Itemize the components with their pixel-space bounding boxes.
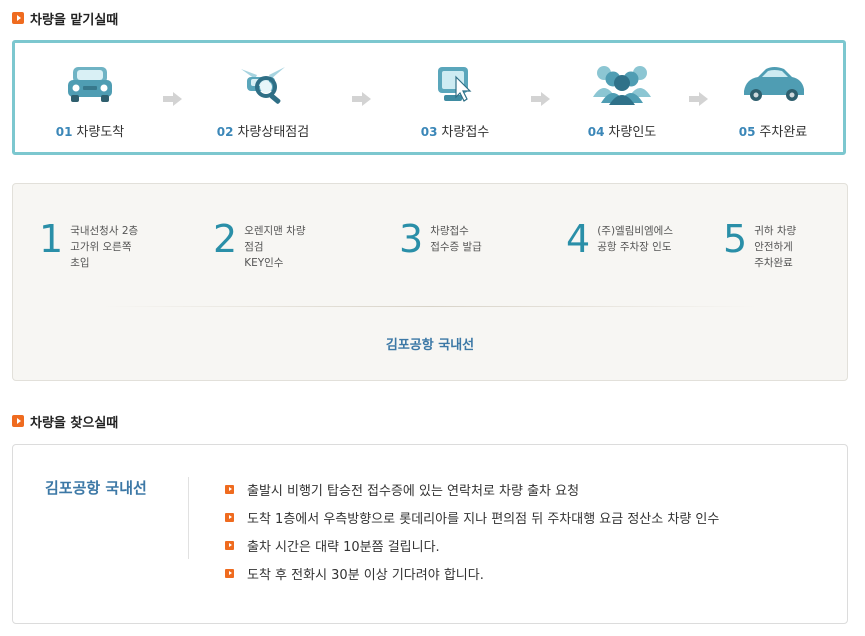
parked-car-icon [738,61,808,109]
instruction-text: 도착 후 전화시 30분 이상 기다려야 합니다. [247,567,484,583]
step-4-number: 04 [587,125,605,139]
process-5-line-3: 주차완료 [754,257,793,269]
car-front-icon [63,61,117,109]
process-5-line-2: 안전하게 [754,241,793,253]
step-arrow-icon [352,92,371,106]
bullet-arrow-icon [225,568,234,578]
drop-off-process-panel: 1 국내선청사 2층 고가위 오른쪽 초입 2 오렌지맨 차량 점검 KEY인수… [12,183,848,381]
process-2-line-3: KEY인수 [244,257,284,269]
step-arrow-icon [689,92,708,106]
bullet-arrow-icon [225,484,234,494]
process-number-3: 3 [399,217,424,261]
pick-up-section-title: 차량을 찾으실때 [12,412,119,431]
process-divider [103,306,757,307]
arrow-bullet-icon [12,12,24,24]
list-item: 도착 후 전화시 30분 이상 기다려야 합니다. [225,559,719,587]
instruction-text: 출발시 비행기 탑승전 접수증에 있는 연락처로 차량 출차 요청 [247,483,580,499]
process-step-2: 2 오렌지맨 차량 점검 KEY인수 [213,217,306,271]
inspection-magnifier-icon [235,61,291,111]
drop-off-section-title: 차량을 맡기실때 [12,9,119,28]
pick-up-location: 김포공항 국내선 [45,479,147,497]
process-number-1: 1 [39,217,64,261]
step-3-number: 03 [420,125,438,139]
process-step-4: 4 (주)엘림비엠에스 공항 주차장 인도 [566,217,674,261]
people-group-icon [591,61,653,109]
instruction-text: 출차 시간은 대략 10분쯤 걸립니다. [247,539,440,555]
process-5-line-1: 귀하 차량 [754,225,797,237]
drop-off-title-text: 차량을 맡기실때 [30,12,119,28]
step-4-text: 차량인도 [608,125,657,140]
process-step-1: 1 국내선청사 2층 고가위 오른쪽 초입 [39,217,139,271]
process-4-line-1: (주)엘림비엠에스 [597,225,674,237]
process-number-2: 2 [213,217,238,261]
step-arrow-icon [163,92,182,106]
pick-up-panel: 김포공항 국내선 출발시 비행기 탑승전 접수증에 있는 연락처로 차량 출차 … [12,444,848,624]
process-1-line-2: 고가위 오른쪽 [70,241,132,253]
step-2-text: 차량상태점검 [237,125,310,140]
monitor-cursor-icon [430,61,480,111]
process-number-4: 4 [566,217,591,261]
step-1-text: 차량도착 [76,125,125,140]
pick-up-instructions: 출발시 비행기 탑승전 접수증에 있는 연락처로 차량 출차 요청 도착 1층에… [225,475,719,587]
process-1-line-3: 초입 [70,257,90,269]
step-5-number: 05 [738,125,756,139]
list-item: 출발시 비행기 탑승전 접수증에 있는 연락처로 차량 출차 요청 [225,475,719,503]
pick-up-title-text: 차량을 찾으실때 [30,415,119,431]
step-5-text: 주차완료 [759,125,808,140]
step-arrow-icon [531,92,550,106]
process-2-line-2: 점검 [244,241,264,253]
process-1-line-1: 국내선청사 2층 [70,225,139,237]
process-2-line-1: 오렌지맨 차량 [244,225,306,237]
process-3-line-2: 접수증 발급 [430,241,482,253]
arrow-bullet-icon [12,415,24,427]
list-item: 출차 시간은 대략 10분쯤 걸립니다. [225,531,719,559]
pick-up-divider [188,477,189,559]
step-1-number: 01 [55,125,73,139]
process-number-5: 5 [723,217,748,261]
step-2-number: 02 [216,125,234,139]
process-step-5: 5 귀하 차량 안전하게 주차완료 [723,217,797,271]
drop-off-location: 김포공항 국내선 [385,338,475,353]
bullet-arrow-icon [225,540,234,550]
instruction-text: 도착 1층에서 우측방향으로 롯데리아를 지나 편의점 뒤 주차대행 요금 정산… [247,511,720,527]
list-item: 도착 1층에서 우측방향으로 롯데리아를 지나 편의점 뒤 주차대행 요금 정산… [225,503,719,531]
process-4-line-2: 공항 주차장 인도 [597,241,672,253]
process-3-line-1: 차량접수 [430,225,469,237]
step-3-text: 차량접수 [441,125,490,140]
bullet-arrow-icon [225,512,234,522]
process-step-3: 3 차량접수 접수증 발급 [399,217,482,261]
